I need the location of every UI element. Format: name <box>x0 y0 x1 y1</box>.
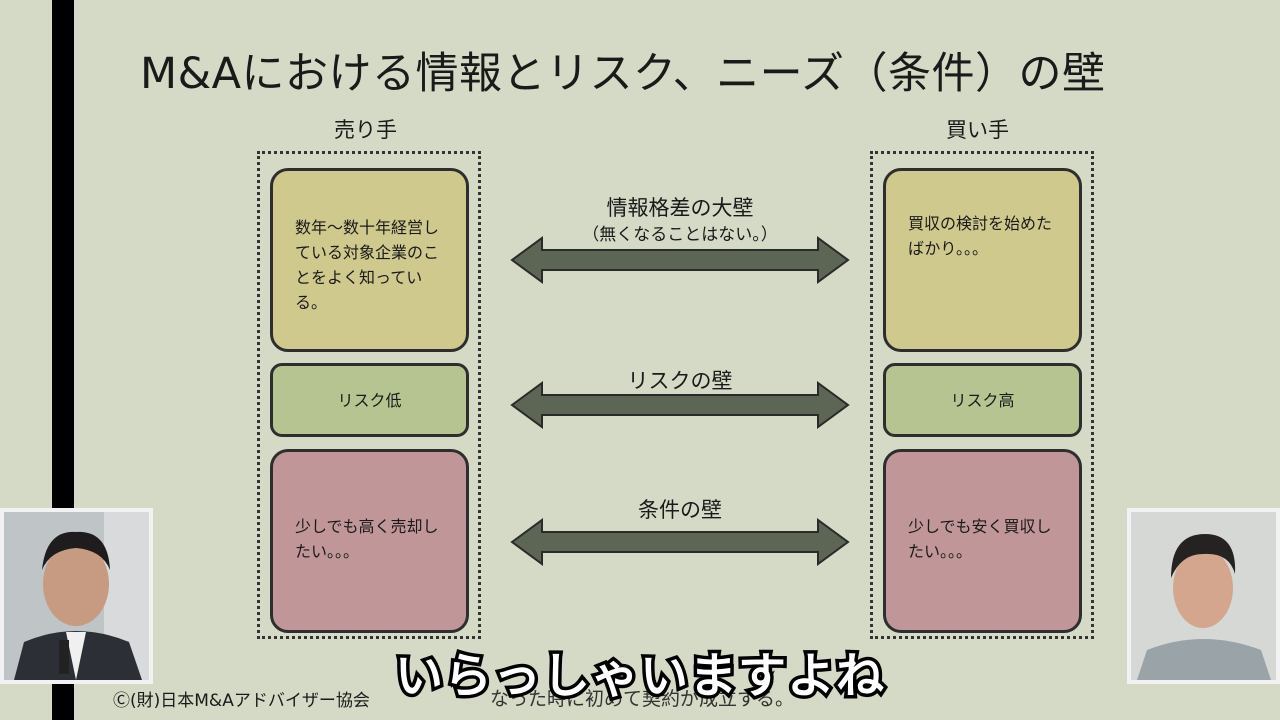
person-icon <box>4 512 149 680</box>
condition-wall-arrow-icon <box>510 518 850 566</box>
presenter-video-right <box>1127 508 1280 684</box>
buyer-condition-box: 少しでも安く買収したい。。。 <box>883 449 1082 633</box>
condition-wall-title: 条件の壁 <box>638 498 722 522</box>
buyer-info-text: 買収の検討を始めたばかり。。。 <box>908 214 1053 258</box>
seller-risk-box: リスク低 <box>270 363 469 437</box>
info-wall-arrow-icon <box>510 236 850 284</box>
seller-info-box: 数年～数十年経営している対象企業のことをよく知っている。 <box>270 168 469 352</box>
buyer-dotted-frame <box>870 151 1094 639</box>
buyer-info-box: 買収の検討を始めたばかり。。。 <box>883 168 1082 352</box>
slide-title: M&Aにおける情報とリスク、ニーズ（条件）の壁 <box>140 49 1106 99</box>
seller-label: 売り手 <box>334 118 397 142</box>
seller-risk-text: リスク低 <box>337 390 402 410</box>
video-caption: いらっしゃいますよね <box>391 645 887 708</box>
buyer-risk-text: リスク高 <box>950 390 1015 410</box>
copyright-text: Ⓒ(財)日本M&Aアドバイザー協会 <box>113 691 370 711</box>
buyer-label: 買い手 <box>946 118 1009 142</box>
seller-condition-text: 少しでも高く売却したい。。。 <box>295 517 439 561</box>
seller-condition-box: 少しでも高く売却したい。。。 <box>270 449 469 633</box>
seller-dotted-frame <box>257 151 481 639</box>
presenter-video-left <box>0 508 153 684</box>
seller-info-text: 数年～数十年経営している対象企業のことをよく知っている。 <box>295 218 440 312</box>
info-wall-title: 情報格差の大壁 <box>606 196 754 220</box>
risk-wall-arrow-icon <box>510 381 850 429</box>
info-wall-subtitle: （無くなることはない。） <box>582 225 778 245</box>
person-icon <box>1131 512 1276 680</box>
buyer-condition-text: 少しでも安く買収したい。。。 <box>908 517 1052 561</box>
risk-wall-title: リスクの壁 <box>627 369 733 393</box>
footer-partial-text: なった時に初めて契約が成立する。 <box>490 688 795 710</box>
buyer-risk-box: リスク高 <box>883 363 1082 437</box>
